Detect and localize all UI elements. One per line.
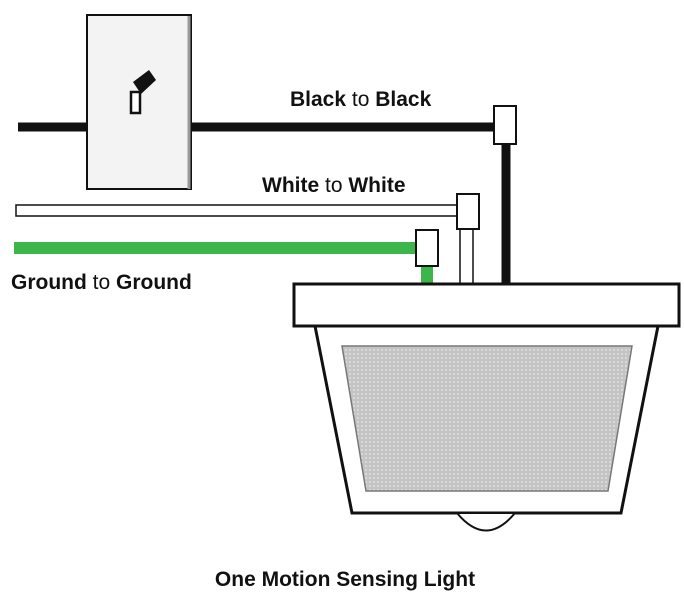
fixture-lens bbox=[341, 345, 633, 492]
ground-label: Ground to Ground bbox=[11, 271, 192, 294]
white-wire-down bbox=[459, 228, 474, 286]
ground-label-end: Ground bbox=[116, 271, 192, 294]
fixture-mount-plate bbox=[292, 282, 681, 328]
white-label: White to White bbox=[262, 174, 406, 197]
motion-sensor-dome-icon bbox=[454, 512, 518, 532]
ground-label-joiner: to bbox=[87, 271, 116, 294]
toggle-lever-icon bbox=[129, 70, 156, 115]
white-wire-nut-icon bbox=[456, 193, 480, 230]
black-label-end: Black bbox=[375, 88, 431, 111]
wall-switch-icon bbox=[86, 14, 192, 190]
black-wire-nut-icon bbox=[493, 105, 517, 145]
white-label-end: White bbox=[348, 174, 405, 197]
black-label-joiner: to bbox=[346, 88, 375, 111]
white-label-joiner: to bbox=[319, 174, 348, 197]
diagram-caption: One Motion Sensing Light bbox=[215, 568, 475, 591]
white-label-start: White bbox=[262, 174, 319, 197]
black-label: Black to Black bbox=[290, 88, 432, 111]
black-label-start: Black bbox=[290, 88, 346, 111]
motion-light-icon bbox=[292, 282, 681, 532]
ground-wire-down bbox=[421, 265, 433, 285]
ground-wire bbox=[14, 242, 418, 254]
white-wire bbox=[15, 204, 461, 217]
ground-label-start: Ground bbox=[11, 271, 87, 294]
ground-wire-nut-icon bbox=[415, 229, 439, 267]
